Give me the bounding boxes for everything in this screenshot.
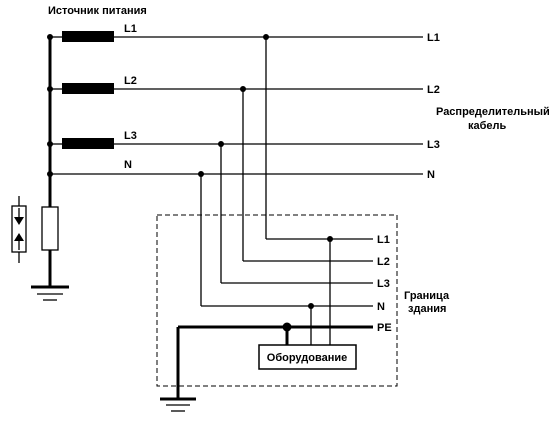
building-label-n: N (377, 301, 385, 313)
building-label-l2: L2 (377, 256, 390, 268)
junction-dot (47, 141, 53, 147)
building-boundary (156, 214, 398, 387)
right-label-l1: L1 (427, 32, 440, 44)
source-earth-icon (31, 285, 69, 301)
grounding-resistor (41, 206, 59, 251)
building-earth-icon (160, 397, 196, 412)
building-label-pe: PE (377, 322, 392, 334)
building-boundary-label-2: здания (408, 303, 446, 315)
power-source-label: Источник питания (48, 5, 147, 17)
junction-dot (47, 86, 53, 92)
right-label-l2: L2 (427, 84, 440, 96)
winding-l3 (62, 138, 114, 149)
distribution-cable-label-2: кабель (468, 120, 507, 132)
left-label-l2: L2 (124, 75, 137, 87)
junction-dot (282, 322, 292, 332)
left-label-l3: L3 (124, 130, 137, 142)
junction-dot (47, 171, 53, 177)
building-label-l3: L3 (377, 278, 390, 290)
junction-dot (198, 171, 204, 177)
left-label-l1: L1 (124, 23, 137, 35)
junction-dot (263, 34, 269, 40)
building-label-l1: L1 (377, 234, 390, 246)
distribution-cable-label: Распределительный (436, 106, 550, 118)
winding-l2 (62, 83, 114, 94)
equipment-box (258, 344, 357, 370)
right-label-l3: L3 (427, 139, 440, 151)
left-label-n: N (124, 159, 132, 171)
right-label-n: N (427, 169, 435, 181)
junction-dot (308, 303, 314, 309)
surge-arrester-icon (11, 196, 27, 263)
junction-dot (218, 141, 224, 147)
winding-l1 (62, 31, 114, 42)
equipment-label: Оборудование (267, 352, 347, 364)
junction-dot (47, 34, 53, 40)
junction-dot (240, 86, 246, 92)
junction-dot (327, 236, 333, 242)
building-boundary-label: Граница (404, 290, 450, 302)
